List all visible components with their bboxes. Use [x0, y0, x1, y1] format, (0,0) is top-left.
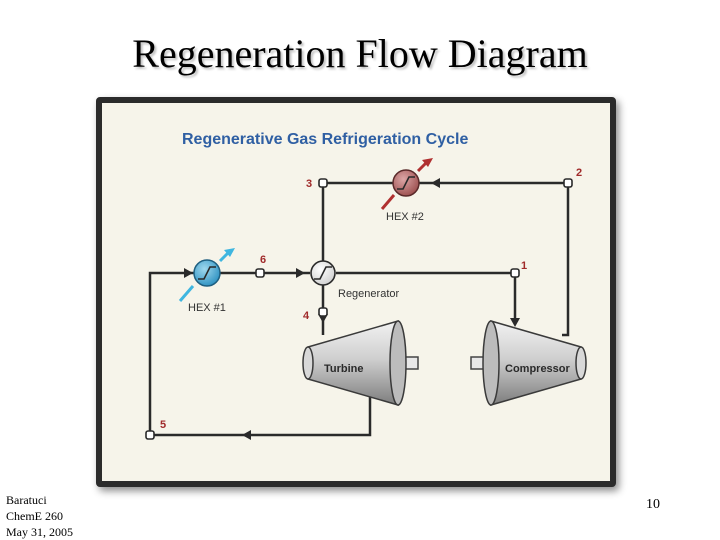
state-1-label: 1: [521, 260, 527, 272]
hex1-heat-exchanger: HEX #1: [178, 248, 235, 314]
slide-title: Regeneration Flow Diagram: [132, 31, 588, 76]
state-5-label: 5: [160, 419, 166, 431]
node-1: [510, 268, 520, 278]
diagram-title: Regenerative Gas Refrigeration Cycle: [182, 131, 468, 148]
state-4-label: 4: [303, 310, 310, 322]
state-3-label: 3: [306, 178, 312, 190]
arrow-into-compressor: [510, 318, 520, 327]
diagram-frame: Regenerative Gas Refrigeration Cycle: [96, 97, 616, 487]
turbine: Turbine: [302, 320, 407, 406]
footer-author: Baratuci: [6, 493, 47, 507]
hex1-arrow-tail: [178, 285, 195, 302]
pipe-5-to-regenerator: [148, 271, 310, 435]
state-6-label: 6: [260, 254, 266, 266]
state-2-label: 2: [576, 167, 582, 179]
pipe-2-to-compressor: [323, 181, 570, 337]
footer-date: May 31, 2005: [6, 525, 73, 539]
hex2-arrow-tail: [380, 194, 396, 210]
hex1-heat-arrow-icon: [224, 248, 235, 257]
compressor-label: Compressor: [505, 363, 571, 375]
node-5: [145, 430, 155, 440]
hex2-label: HEX #2: [386, 211, 424, 223]
page-number: 10: [646, 497, 660, 512]
flow-diagram: Regenerative Gas Refrigeration Cycle: [145, 131, 587, 440]
arrow-into-regenerator: [296, 268, 305, 278]
node-6: [255, 268, 265, 278]
regenerator: Regenerator: [310, 260, 399, 300]
turbine-label: Turbine: [324, 363, 364, 375]
node-4: [318, 307, 328, 317]
state-nodes: [145, 178, 573, 440]
arrow-left: [242, 430, 251, 440]
hex2-heat-arrow-icon: [422, 158, 433, 167]
regenerator-label: Regenerator: [338, 288, 399, 300]
node-2: [563, 178, 573, 188]
hex1-label: HEX #1: [188, 302, 226, 314]
footer-course: ChemE 260: [6, 509, 63, 523]
slide-footer: Baratuci ChemE 260 May 31, 2005: [6, 492, 73, 540]
node-3: [318, 178, 328, 188]
hex2-heat-exchanger: HEX #2: [380, 158, 440, 223]
compressor: Compressor: [482, 320, 587, 406]
